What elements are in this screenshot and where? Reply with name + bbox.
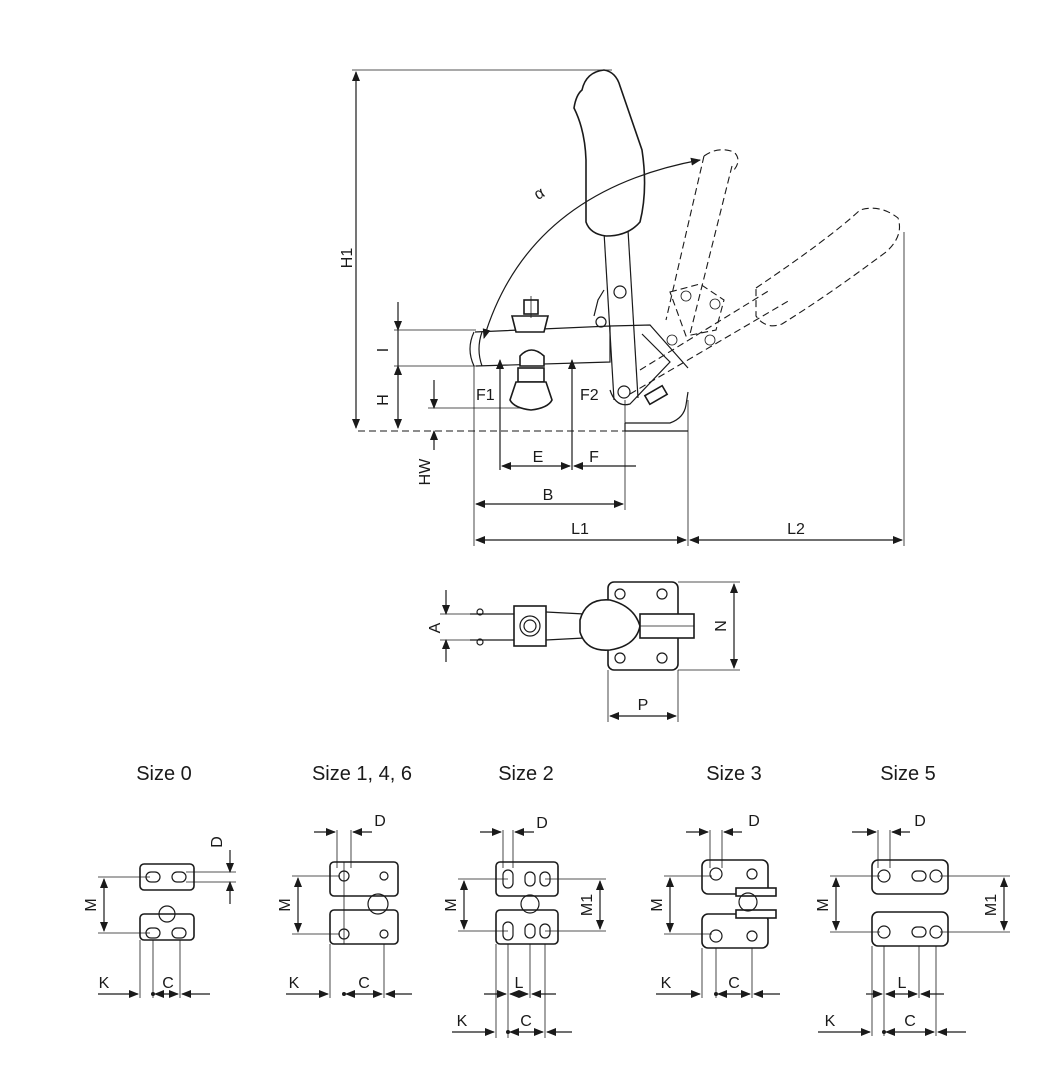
size-5-title: Size 5 bbox=[880, 763, 936, 785]
size-0-label-k: K bbox=[99, 975, 110, 992]
size-1-4-6-view: Size 1, 4, 6 D M K C bbox=[277, 763, 412, 998]
size-1-label-c: C bbox=[358, 975, 370, 992]
size-2-view: Size 2 D M M1 L bbox=[443, 763, 606, 1038]
label-h1: H1 bbox=[339, 248, 356, 269]
size-0-label-c: C bbox=[162, 975, 174, 992]
size-0-label-d: D bbox=[209, 836, 226, 848]
size-5-label-m1: M1 bbox=[983, 894, 1000, 916]
size-2-label-m: M bbox=[443, 898, 460, 911]
size-3-title: Size 3 bbox=[706, 763, 762, 785]
label-hw: HW bbox=[417, 458, 434, 486]
size-2-label-m1: M1 bbox=[579, 894, 596, 916]
size-5-label-d: D bbox=[914, 813, 926, 830]
top-view: A N P bbox=[427, 581, 740, 722]
size-5-label-k: K bbox=[825, 1013, 836, 1030]
size-2-title: Size 2 bbox=[498, 763, 554, 785]
size-0-title: Size 0 bbox=[136, 763, 192, 785]
size-1-label-m: M bbox=[277, 898, 294, 911]
size-2-label-l: L bbox=[515, 975, 524, 992]
label-f1: F1 bbox=[476, 387, 495, 404]
label-f2: F2 bbox=[580, 387, 599, 404]
size-0-label-m: M bbox=[83, 898, 100, 911]
size-0-view: Size 0 D M K C bbox=[83, 763, 236, 998]
size-2-label-d: D bbox=[536, 815, 548, 832]
size-5-label-m: M bbox=[815, 898, 832, 911]
size-3-label-c: C bbox=[728, 975, 740, 992]
size-3-label-k: K bbox=[661, 975, 672, 992]
label-h: H bbox=[375, 394, 392, 406]
label-p: P bbox=[638, 697, 649, 714]
label-i: I bbox=[375, 348, 392, 352]
size-5-view: Size 5 D M M1 L bbox=[815, 763, 1010, 1036]
size-5-label-l: L bbox=[898, 975, 907, 992]
size-3-label-m: M bbox=[649, 898, 666, 911]
label-alpha: α bbox=[531, 184, 548, 203]
size-1-label-d: D bbox=[374, 813, 386, 830]
size-3-view: Size 3 D M K C bbox=[649, 763, 780, 998]
label-a: A bbox=[427, 622, 444, 633]
size-2-label-k: K bbox=[457, 1013, 468, 1030]
label-l2: L2 bbox=[787, 521, 805, 538]
size-2-label-c: C bbox=[520, 1013, 532, 1030]
label-e: E bbox=[533, 449, 544, 466]
size-3-label-d: D bbox=[748, 813, 760, 830]
label-n: N bbox=[713, 620, 730, 632]
label-l1: L1 bbox=[571, 521, 589, 538]
label-b: B bbox=[543, 487, 554, 504]
side-view: α H1 I H HW F1 F2 E F B bbox=[339, 69, 905, 546]
label-f: F bbox=[589, 449, 599, 466]
size-1-title: Size 1, 4, 6 bbox=[312, 763, 412, 785]
size-5-label-c: C bbox=[904, 1013, 916, 1030]
size-1-label-k: K bbox=[289, 975, 300, 992]
